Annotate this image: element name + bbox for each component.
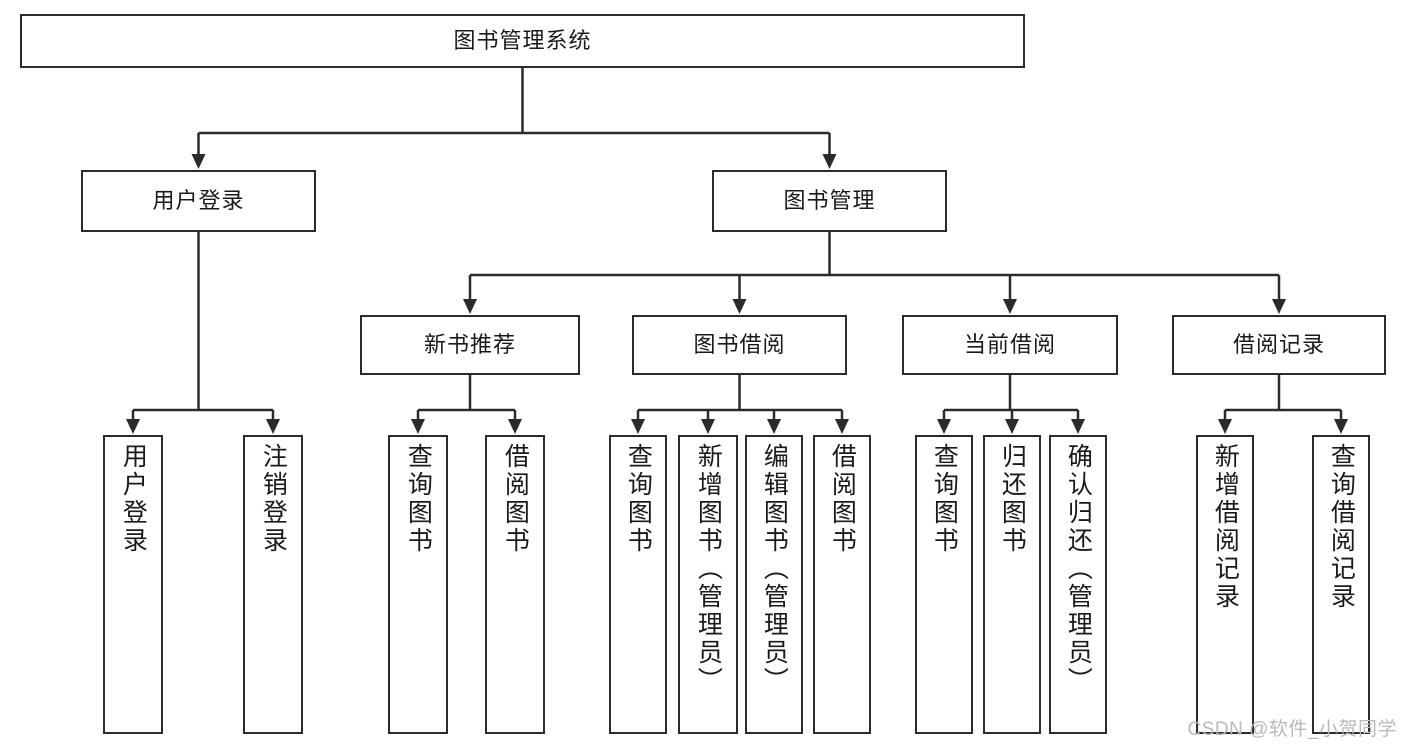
node-label: 借阅图书 [501, 443, 530, 555]
arrowhead-icon [937, 419, 951, 434]
arrowhead-icon [1272, 299, 1286, 314]
arrowhead-icon [767, 419, 781, 434]
node-label: 确认归还（管理员） [1064, 443, 1093, 695]
node-label: 当前借阅 [963, 331, 1056, 357]
node-leaf-add-book[interactable]: 新增图书（管理员） [678, 435, 738, 734]
node-root[interactable]: 图书管理系统 [20, 14, 1025, 68]
node-leaf-user-login[interactable]: 用户登录 [103, 435, 163, 734]
node-leaf-query-book-2[interactable]: 查询图书 [609, 435, 667, 734]
node-label: 查询图书 [404, 443, 433, 555]
node-leaf-confirm-return[interactable]: 确认归还（管理员） [1049, 435, 1107, 734]
node-current[interactable]: 当前借阅 [902, 315, 1118, 375]
arrowhead-icon [701, 419, 715, 434]
arrowhead-icon [1218, 419, 1232, 434]
node-label: 新增图书（管理员） [694, 443, 723, 695]
watermark-label: CSDN @软件_小贺同学 [1187, 719, 1397, 740]
arrowhead-icon [126, 419, 140, 434]
node-label: 查询图书 [624, 443, 653, 555]
arrowhead-icon [1003, 299, 1017, 314]
arrowhead-icon [835, 419, 849, 434]
node-records[interactable]: 借阅记录 [1172, 315, 1386, 375]
arrowhead-icon [631, 419, 645, 434]
arrowhead-icon [1005, 419, 1019, 434]
arrowhead-icon [191, 154, 206, 169]
node-leaf-return-book[interactable]: 归还图书 [983, 435, 1041, 734]
node-borrow[interactable]: 图书借阅 [632, 315, 847, 375]
node-leaf-query-book-3[interactable]: 查询图书 [915, 435, 973, 734]
arrowhead-icon [508, 419, 522, 434]
arrowhead-icon [411, 419, 425, 434]
node-label: 借阅图书 [828, 443, 857, 555]
node-leaf-borrow-book-2[interactable]: 借阅图书 [813, 435, 871, 734]
node-label: 图书管理系统 [453, 27, 592, 53]
node-bookmgmt[interactable]: 图书管理 [712, 170, 947, 232]
node-leaf-edit-book[interactable]: 编辑图书（管理员） [745, 435, 803, 734]
node-label: 用户登录 [119, 443, 148, 555]
node-label: 查询图书 [930, 443, 959, 555]
node-login[interactable]: 用户登录 [81, 170, 316, 232]
node-leaf-borrow-book-1[interactable]: 借阅图书 [485, 435, 545, 734]
node-newbook[interactable]: 新书推荐 [360, 315, 580, 375]
arrowhead-icon [463, 299, 477, 314]
node-leaf-add-record[interactable]: 新增借阅记录 [1196, 435, 1254, 734]
arrowhead-icon [1334, 419, 1348, 434]
node-label: 借阅记录 [1232, 331, 1325, 357]
node-label: 新增借阅记录 [1211, 443, 1240, 611]
node-leaf-query-book-1[interactable]: 查询图书 [388, 435, 448, 734]
node-label: 编辑图书（管理员） [760, 443, 789, 695]
node-label: 归还图书 [998, 443, 1027, 555]
node-label: 图书管理 [783, 187, 876, 213]
arrowhead-icon [822, 154, 837, 169]
node-label: 新书推荐 [423, 331, 516, 357]
node-label: 用户登录 [152, 187, 245, 213]
arrowhead-icon [1071, 419, 1085, 434]
node-label: 图书借阅 [693, 331, 786, 357]
node-leaf-query-record[interactable]: 查询借阅记录 [1312, 435, 1370, 734]
node-leaf-user-logout[interactable]: 注销登录 [243, 435, 303, 734]
node-label: 注销登录 [259, 443, 288, 555]
node-label: 查询借阅记录 [1327, 443, 1356, 611]
arrowhead-icon [732, 299, 747, 314]
arrowhead-icon [266, 419, 280, 434]
